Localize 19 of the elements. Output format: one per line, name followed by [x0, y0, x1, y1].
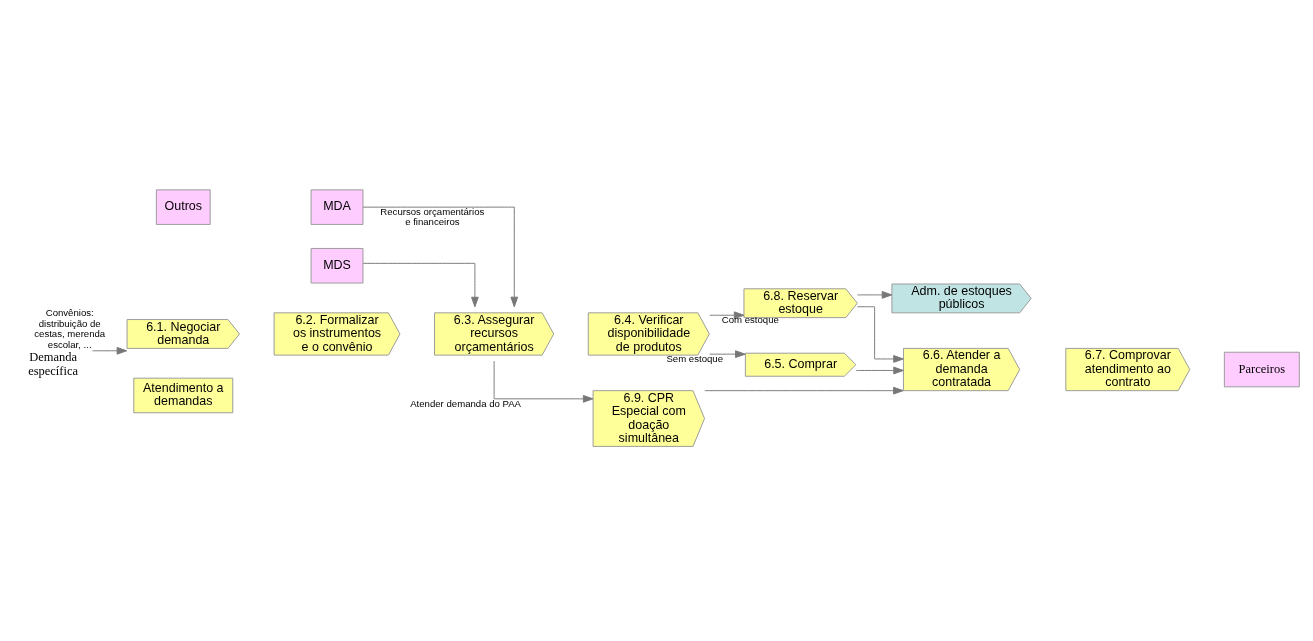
arrow	[709, 349, 746, 358]
arrow	[493, 360, 594, 403]
arrow	[855, 366, 904, 374]
node-box: Atendimento a demandas	[133, 377, 234, 413]
arrow	[709, 310, 745, 319]
arrow	[92, 346, 128, 355]
edge-label: Atender demanda do PAA	[410, 397, 521, 409]
arrow	[704, 386, 904, 394]
node-box: Outros	[155, 188, 211, 225]
arrow	[362, 206, 519, 307]
node-box: MDS	[310, 247, 364, 284]
node-box: MDA	[310, 188, 364, 225]
arrow	[856, 290, 893, 299]
arrow	[362, 262, 479, 307]
edge-label: Recursos orçamentários e financeiros	[380, 205, 485, 227]
arrow	[856, 305, 904, 363]
node-text: Demanda específica	[28, 349, 79, 378]
edge-label: Convênios: distribuição de cestas, merenda escolar, ...	[34, 306, 106, 350]
node-box: Parceiros	[1223, 351, 1300, 387]
